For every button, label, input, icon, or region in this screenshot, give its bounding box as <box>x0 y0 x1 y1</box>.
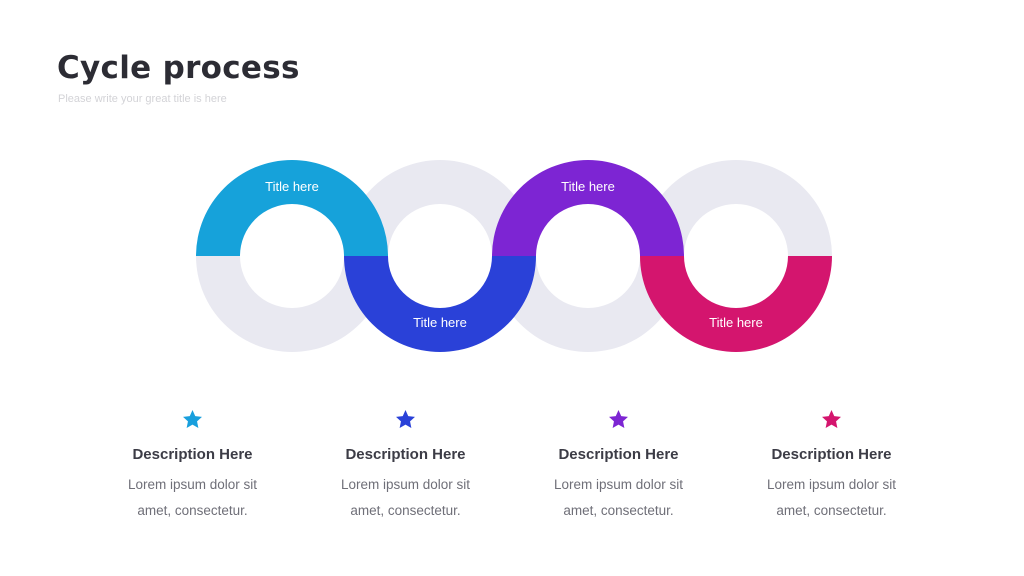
page-subtitle: Please write your great title is here <box>58 93 227 105</box>
slide-header: Cycle process Please write your great ti… <box>57 50 300 105</box>
ring-3-label: Title here <box>561 179 615 194</box>
item-body: Lorem ipsum dolor sit amet, consectetur. <box>553 477 684 519</box>
item-heading: Description Here <box>558 446 679 463</box>
ring-1-label: Title here <box>265 179 319 194</box>
star-icon <box>609 410 628 428</box>
ring-1-track-half <box>196 256 388 352</box>
description-item-3: Description Here Lorem ipsum dolor sit a… <box>516 410 721 525</box>
item-body: Lorem ipsum dolor sit amet, consectetur. <box>766 477 897 519</box>
star-icon <box>396 410 415 428</box>
ring-3-track-half <box>492 256 684 352</box>
ring-1-colored-half <box>196 160 388 256</box>
ring-2-track-half <box>344 160 536 256</box>
item-heading: Description Here <box>771 446 892 463</box>
description-row: Description Here Lorem ipsum dolor sit a… <box>90 410 934 525</box>
item-heading: Description Here <box>132 446 253 463</box>
ring-4-track-half <box>640 160 832 256</box>
star-icon <box>183 410 202 428</box>
star-icon <box>822 410 841 428</box>
page-title: Cycle process <box>57 50 300 86</box>
item-heading: Description Here <box>345 446 466 463</box>
ring-2-label: Title here <box>413 315 467 330</box>
cycle-process-diagram: Title here Title here Title here Title h… <box>196 160 832 352</box>
ring-2-colored-half <box>344 256 536 352</box>
description-item-2: Description Here Lorem ipsum dolor sit a… <box>303 410 508 525</box>
item-body: Lorem ipsum dolor sit amet, consectetur. <box>340 477 471 519</box>
description-item-1: Description Here Lorem ipsum dolor sit a… <box>90 410 295 525</box>
ring-4-colored-half <box>640 256 832 352</box>
description-item-4: Description Here Lorem ipsum dolor sit a… <box>729 410 934 525</box>
ring-3-colored-half <box>492 160 684 256</box>
item-body: Lorem ipsum dolor sit amet, consectetur. <box>127 477 258 519</box>
ring-4-label: Title here <box>709 315 763 330</box>
